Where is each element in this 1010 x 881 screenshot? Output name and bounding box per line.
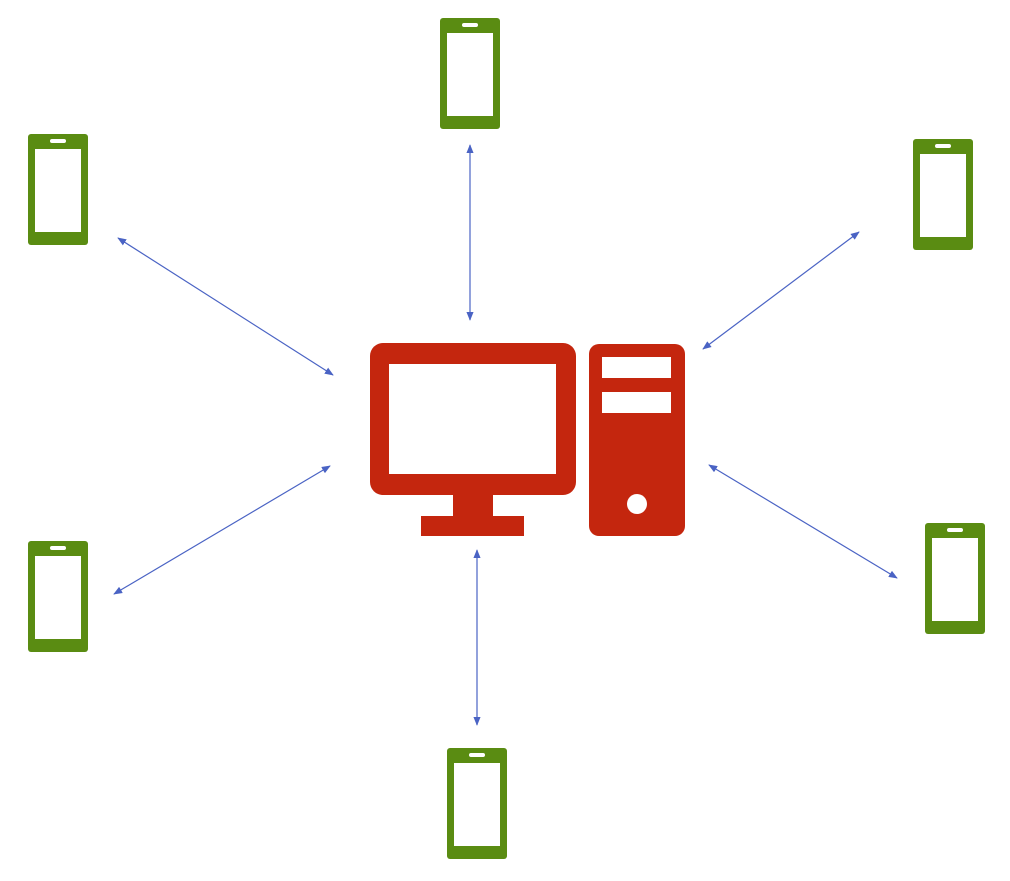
smartphone-icon (913, 139, 973, 250)
tower-power-button (627, 494, 647, 514)
tower-drive-bay-2 (602, 392, 671, 413)
phone-speaker (947, 528, 963, 532)
phone-speaker (469, 753, 485, 757)
connector-bottom-left (113, 465, 331, 595)
phone-nodes (28, 18, 985, 859)
connector-bottom-right (708, 464, 898, 579)
desktop-computer-icon (370, 343, 685, 536)
phone-speaker (50, 546, 66, 550)
connector-top-right (702, 231, 860, 350)
phone-screen (932, 538, 978, 621)
connectors (113, 144, 898, 726)
tower-drive-bay-1 (602, 357, 671, 378)
smartphone-icon (440, 18, 500, 129)
phone-screen (35, 149, 81, 232)
connector-top-left (117, 237, 334, 376)
phone-screen (454, 763, 500, 846)
monitor-screen (389, 364, 556, 474)
phone-speaker (50, 139, 66, 143)
phone-speaker (462, 23, 478, 27)
smartphone-icon (447, 748, 507, 859)
smartphone-icon (925, 523, 985, 634)
phone-screen (447, 33, 493, 116)
phone-screen (920, 154, 966, 237)
phone-speaker (935, 144, 951, 148)
monitor-base (421, 516, 524, 536)
monitor-neck (453, 494, 493, 518)
smartphone-icon (28, 134, 88, 245)
smartphone-icon (28, 541, 88, 652)
phone-screen (35, 556, 81, 639)
